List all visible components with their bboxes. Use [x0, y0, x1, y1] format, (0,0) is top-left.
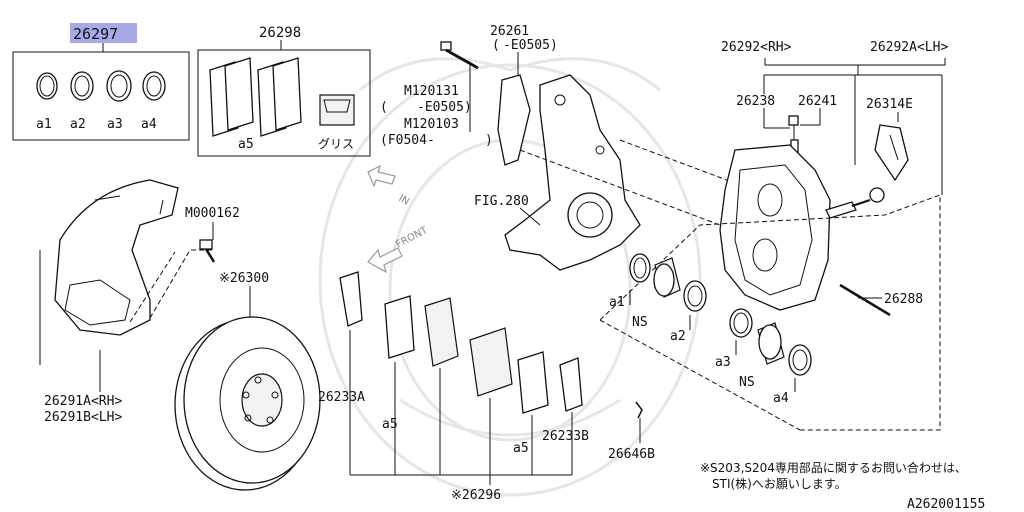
dust-cover[interactable]: [54, 179, 179, 336]
screw-number-label[interactable]: M000162: [185, 206, 240, 221]
pad-set-total-label[interactable]: ※26296: [451, 488, 501, 503]
piston-seal-a4[interactable]: [788, 344, 812, 376]
knuckle-bolt-icon[interactable]: [440, 41, 479, 70]
knuckle-paren: (: [492, 38, 500, 53]
bolt1-date-label: -E0505): [417, 100, 472, 115]
pad-set-box: [197, 49, 371, 157]
caliper-rh-label[interactable]: 26292<RH>: [721, 40, 792, 55]
pad-clip-icon[interactable]: [635, 401, 643, 419]
dust-cover-lh-label[interactable]: 26291B<LH>: [44, 410, 122, 425]
label-a5-left: a5: [382, 417, 398, 432]
bolt1-number-label[interactable]: M120131: [404, 84, 459, 99]
brake-caliper[interactable]: [719, 144, 831, 311]
kit-number-highlight: [70, 23, 137, 43]
label-a3: a3: [107, 117, 123, 132]
bolt2-number-label[interactable]: M120103: [404, 117, 459, 132]
label-ns-1: NS: [632, 315, 648, 330]
sti-note-line1: ※S203,S204専用部品に関するお問い合わせは、: [700, 460, 967, 475]
pad-spring-icon[interactable]: [874, 124, 909, 182]
pad-shim-2[interactable]: [384, 295, 415, 359]
pad-inner[interactable]: [424, 297, 459, 367]
steering-knuckle[interactable]: [497, 74, 641, 271]
label-grease: グリス: [318, 137, 354, 151]
label-piston-a3: a3: [715, 355, 731, 370]
piston-seal-a2[interactable]: [683, 280, 707, 312]
caliper-pin-icon[interactable]: [839, 283, 891, 317]
fig-reference-label[interactable]: FIG.280: [474, 194, 529, 209]
piston-seal-group: [629, 253, 812, 376]
pad-pin-clip-icon[interactable]: [825, 187, 885, 219]
kit-number-label[interactable]: 26297: [73, 25, 118, 43]
cover-screw-icon[interactable]: [199, 239, 216, 263]
pad-shim-1[interactable]: [339, 271, 363, 327]
label-piston-a2: a2: [670, 329, 686, 344]
bleeder-screw-label[interactable]: 26238: [736, 94, 775, 109]
pad-set-shims[interactable]: [209, 57, 302, 137]
seal-ring-group: [36, 70, 166, 102]
in-direction-arrow: IN: [367, 164, 412, 208]
pad-shim-3[interactable]: [517, 351, 549, 414]
label-piston-a1: a1: [609, 295, 625, 310]
bolt1-date-open: (: [380, 100, 388, 115]
bolt2-close-paren: ): [485, 133, 493, 148]
brake-rotor[interactable]: [174, 316, 321, 491]
label-piston-a4: a4: [773, 391, 789, 406]
piston-seal-a1[interactable]: [629, 253, 651, 283]
label-a5-set: a5: [238, 137, 254, 152]
sti-note-line2: STI(株)へお願いします。: [712, 476, 847, 491]
in-text: IN: [397, 193, 412, 208]
seal-kit-box: [12, 51, 190, 141]
pad-spring-label[interactable]: 26314E: [866, 97, 913, 112]
caliper-lh-label[interactable]: 26292A<LH>: [870, 40, 948, 55]
brake-pads-group[interactable]: [339, 271, 583, 414]
label-ns-2: NS: [739, 375, 755, 390]
label-a4: a4: [141, 117, 157, 132]
dust-cover-rh-label[interactable]: 26291A<RH>: [44, 394, 122, 409]
pad-right-label[interactable]: 26233B: [542, 429, 589, 444]
figure-reference: A262001155: [907, 497, 985, 512]
pad-set-number-label[interactable]: 26298: [259, 25, 301, 41]
pad-left-label[interactable]: 26233A: [318, 390, 365, 405]
bolt2-date-label: (F0504-: [380, 133, 435, 148]
bleeder-cap-label[interactable]: 26241: [798, 94, 837, 109]
clip-number-label[interactable]: 26646B: [608, 447, 655, 462]
label-a5-right: a5: [513, 441, 529, 456]
pad-outer[interactable]: [469, 327, 513, 397]
knuckle-date-label: -E0505): [503, 38, 558, 53]
rotor-number-label[interactable]: ※26300: [219, 271, 269, 286]
knuckle-number-label[interactable]: 26261: [490, 24, 529, 39]
label-a1: a1: [36, 117, 52, 132]
caliper-pin-label[interactable]: 26288: [884, 292, 923, 307]
label-a2: a2: [70, 117, 86, 132]
pad-shim-4[interactable]: [559, 357, 583, 412]
